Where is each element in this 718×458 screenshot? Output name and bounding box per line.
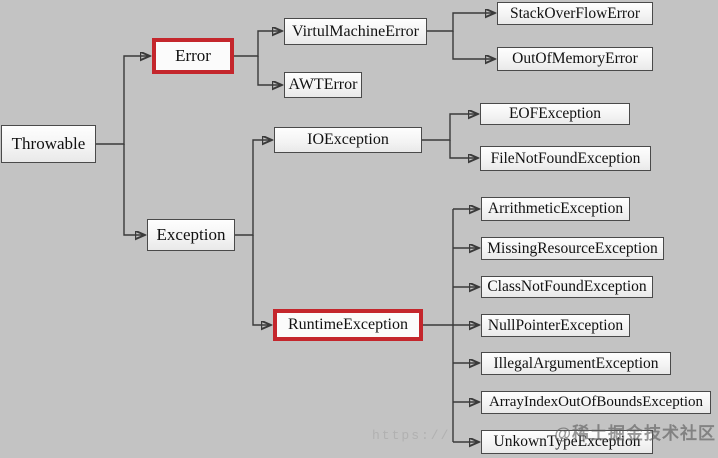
connector-ioe-eof xyxy=(422,114,478,141)
node-virtul-machine-error: VirtulMachineError xyxy=(284,18,427,45)
connector-vme-soe xyxy=(427,13,495,32)
node-missing-resource-exception: MissingResourceException xyxy=(481,237,664,260)
node-unkown-type-exception: UnkownTypeException xyxy=(481,430,653,454)
watermark-site-tag: @稀土掘金技术社区 xyxy=(554,424,716,443)
connector-error-vme xyxy=(234,31,282,57)
node-class-not-found-exception: ClassNotFoundException xyxy=(481,276,653,298)
connector-exception-ioe xyxy=(235,140,272,236)
node-error: Error xyxy=(152,38,234,74)
node-eof-exception: EOFException xyxy=(480,103,630,125)
node-exception: Exception xyxy=(147,219,235,251)
connector-exception-rte xyxy=(252,235,271,325)
node-stack-overflow-error: StackOverFlowError xyxy=(497,2,653,25)
node-illegal-argument-exception: IllegalArgumentException xyxy=(481,352,671,375)
node-array-index-out-of-bounds-exception: ArrayIndexOutOfBoundsException xyxy=(481,391,711,414)
node-out-of-memory-error: OutOfMemoryError xyxy=(497,47,653,71)
watermark-url-text: https:// xyxy=(372,428,451,443)
node-arrithmetic-exception: ArrithmeticException xyxy=(481,197,630,221)
connector-ioe-fnf xyxy=(449,140,478,158)
connector-error-awt xyxy=(257,56,282,85)
node-null-pointer-exception: NullPointerException xyxy=(481,314,630,337)
connector-throwable-error xyxy=(96,56,150,145)
node-awt-error: AWTError xyxy=(284,72,362,98)
node-runtime-exception: RuntimeException xyxy=(273,309,423,341)
node-throwable: Throwable xyxy=(1,125,96,163)
node-file-not-found-exception: FileNotFoundException xyxy=(480,146,651,171)
connector-throwable-exception xyxy=(123,144,145,235)
node-io-exception: IOException xyxy=(274,127,422,153)
connector-vme-oom xyxy=(452,31,495,59)
